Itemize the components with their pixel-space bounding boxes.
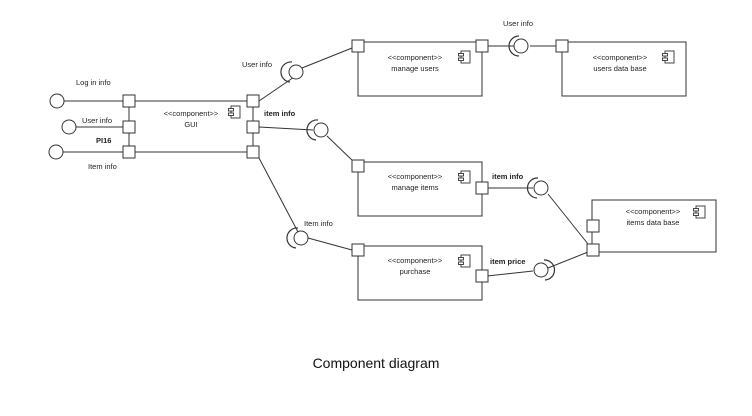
log-in-interface-icon xyxy=(49,93,65,109)
port-gui-1 xyxy=(246,94,260,108)
items-db-name: items data base xyxy=(627,218,680,227)
users-db-stereotype: <<component>> xyxy=(593,53,648,62)
manage-items-name: manage items xyxy=(391,183,438,192)
gui-component-icon xyxy=(228,105,241,119)
log-in-info-label: Log in info xyxy=(76,78,111,87)
item-info-manage-label: item info xyxy=(492,172,524,181)
port-manage-users-out xyxy=(475,39,489,53)
purchase-socket-icon xyxy=(286,227,299,249)
port-gui-3 xyxy=(246,145,260,159)
gui-name: GUI xyxy=(184,120,197,129)
item-price-label: item price xyxy=(490,257,525,266)
item-info-provided-icon xyxy=(313,122,329,138)
port-purchase-out xyxy=(475,269,489,283)
items-db-component-icon xyxy=(693,205,706,219)
user-info-socket-icon xyxy=(280,61,293,83)
items-db-provided-icon-1 xyxy=(533,180,549,196)
item-info-socket-icon xyxy=(306,119,319,141)
item-info-purchase-label: Item info xyxy=(304,219,333,228)
port-manage-users-in xyxy=(351,39,365,53)
purchase-stereotype: <<component>> xyxy=(388,256,443,265)
connector-to-manage-users xyxy=(301,47,353,69)
manage-items-component-icon xyxy=(458,170,471,184)
items-db-provided-icon-2 xyxy=(533,262,549,278)
port-item-info xyxy=(122,145,136,159)
connector-gui-manage-items xyxy=(258,126,314,131)
purchase-component-icon xyxy=(458,254,471,268)
pi16-label: PI16 xyxy=(96,136,111,145)
manage-items-stereotype: <<component>> xyxy=(388,172,443,181)
user-info-gui-label: User info xyxy=(242,60,272,69)
port-manage-items-in xyxy=(351,159,365,173)
connector-to-manage-items xyxy=(326,135,355,163)
user-info-provided-icon xyxy=(288,64,304,80)
item-info-interface-icon xyxy=(48,144,64,160)
port-items-db-2 xyxy=(586,243,600,257)
item-info-gui-label: item info xyxy=(264,109,296,118)
user-info-left-label: User info xyxy=(82,116,112,125)
port-items-db-1 xyxy=(586,219,600,233)
connector-gui-purchase xyxy=(258,157,299,233)
items-db-socket-icon-2 xyxy=(543,259,556,281)
port-manage-items-out xyxy=(475,181,489,195)
manage-users-stereotype: <<component>> xyxy=(388,53,443,62)
purchase-item-info-provided-icon xyxy=(293,230,309,246)
port-log-in xyxy=(122,94,136,108)
users-db-socket-icon xyxy=(508,35,520,57)
connector-items-db-in-1 xyxy=(547,193,589,245)
connector-purchase-out xyxy=(486,270,534,277)
items-db-socket-icon-1 xyxy=(526,177,539,199)
port-user-info xyxy=(122,120,136,134)
connector-items-db-in-2 xyxy=(547,251,589,269)
manage-users-name: manage users xyxy=(391,64,439,73)
items-db-stereotype: <<component>> xyxy=(626,207,681,216)
user-info-interface-icon xyxy=(61,119,77,135)
diagram-caption: Component diagram xyxy=(312,355,440,371)
item-info-left-label: Item info xyxy=(88,162,117,171)
purchase-name: purchase xyxy=(400,267,431,276)
users-db-provided-icon xyxy=(513,38,529,54)
port-gui-2 xyxy=(246,120,260,134)
users-db-name: users data base xyxy=(593,64,646,73)
port-purchase-in xyxy=(351,243,365,257)
users-db-component-icon xyxy=(662,50,675,64)
user-info-top-label: User info xyxy=(503,19,533,28)
manage-users-component-icon xyxy=(458,50,471,64)
gui-stereotype: <<component>> xyxy=(164,109,219,118)
port-users-db-in xyxy=(555,39,569,53)
connector-to-purchase xyxy=(307,237,353,251)
